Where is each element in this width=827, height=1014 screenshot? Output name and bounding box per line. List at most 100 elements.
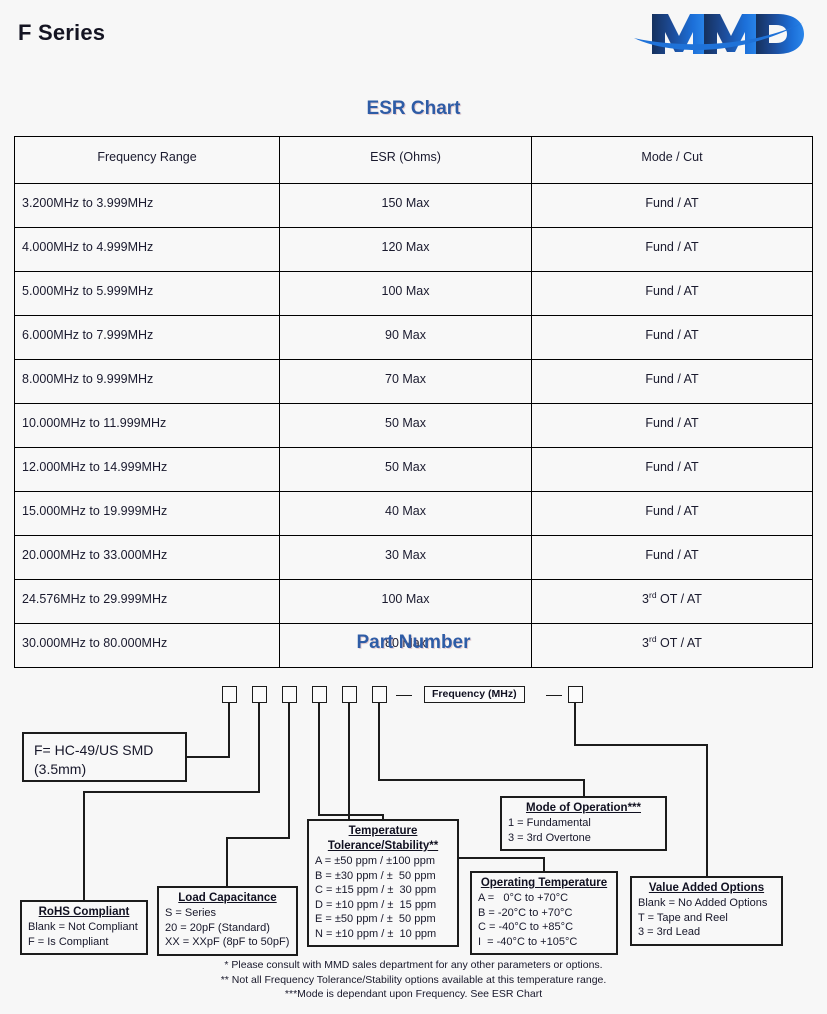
cell-mode-cut: Fund / AT <box>531 271 813 316</box>
rohs-line-2: F = Is Compliant <box>28 935 109 948</box>
cell-mode-cut: Fund / AT <box>531 315 813 360</box>
cell-mode-cut: Fund / AT <box>531 227 813 272</box>
value-added-options-title: Value Added Options <box>648 882 765 894</box>
load-capacitance-line-1: S = Series <box>165 907 217 919</box>
temperature-line-2: B = ±30 ppm / ± 50 ppm <box>315 869 436 882</box>
rohs-callout: RoHS Compliant Blank = Not Compliant F =… <box>20 900 148 955</box>
part-slot-3[interactable] <box>282 686 297 703</box>
cell-mode-cut: Fund / AT <box>531 447 813 492</box>
rohs-line-1: Blank = Not Compliant <box>28 921 138 933</box>
mode-of-operation-callout: Mode of Operation*** 1 = Fundamental 3 =… <box>500 796 667 851</box>
table-header-row: Frequency Range ESR (Ohms) Mode / Cut <box>14 136 813 184</box>
part-slot-1[interactable] <box>222 686 237 703</box>
temperature-line-5: E = ±50 ppm / ± 50 ppm <box>315 913 436 925</box>
cell-mode-cut: Fund / AT <box>531 403 813 448</box>
load-capacitance-line-3: XX = XXpF (8pF to 50pF) <box>165 936 290 948</box>
value-added-line-1: Blank = No Added Options <box>638 897 768 909</box>
separator-dash-1 <box>396 695 412 696</box>
temperature-line-3: C = ±15 ppm / ± 30 ppm <box>315 884 437 896</box>
cell-esr: 40 Max <box>279 491 532 536</box>
load-capacitance-line-2: 20 = 20pF (Standard) <box>165 921 270 934</box>
cell-mode-cut: Fund / AT <box>531 491 813 536</box>
temperature-title-line-2: Tolerance/Stability** <box>327 840 439 852</box>
esr-chart-table: Frequency Range ESR (Ohms) Mode / Cut 3.… <box>14 136 813 668</box>
value-added-options-callout: Value Added Options Blank = No Added Opt… <box>630 876 783 946</box>
footnote-2: ** Not all Frequency Tolerance/Stability… <box>220 973 607 986</box>
package-callout: F= HC-49/US SMD (3.5mm) <box>22 732 187 782</box>
footnotes: * Please consult with MMD sales departme… <box>0 958 827 1002</box>
part-slot-7[interactable] <box>568 686 583 703</box>
footnote-1: * Please consult with MMD sales departme… <box>224 959 603 971</box>
cell-frequency-range: 4.000MHz to 4.999MHz <box>14 227 280 272</box>
cell-esr: 50 Max <box>279 403 532 448</box>
temperature-line-4: D = ±10 ppm / ± 15 ppm <box>315 898 437 911</box>
cell-frequency-range: 12.000MHz to 14.999MHz <box>14 447 280 492</box>
cell-esr: 120 Max <box>279 227 532 272</box>
operating-temperature-line-3: C = -40°C to +85°C <box>478 921 574 933</box>
cell-frequency-range: 6.000MHz to 7.999MHz <box>14 315 280 360</box>
cell-mode-cut: Fund / AT <box>531 183 813 228</box>
operating-temperature-title: Operating Temperature <box>480 877 608 889</box>
temperature-tolerance-callout: Temperature Tolerance/Stability** A = ±5… <box>307 819 459 947</box>
temperature-title-line-1: Temperature <box>348 825 418 837</box>
cell-frequency-range: 20.000MHz to 33.000MHz <box>14 535 280 580</box>
load-capacitance-title: Load Capacitance <box>178 892 277 904</box>
cell-frequency-range: 15.000MHz to 19.999MHz <box>14 491 280 536</box>
cell-frequency-range: 10.000MHz to 11.999MHz <box>14 403 280 448</box>
cell-esr: 100 Max <box>279 579 532 624</box>
load-capacitance-callout: Load Capacitance S = Series 20 = 20pF (S… <box>157 886 298 956</box>
cell-frequency-range: 30.000MHz to 80.000MHz <box>14 623 280 668</box>
cell-mode-cut: Fund / AT <box>531 535 813 580</box>
cell-esr: 70 Max <box>279 359 532 404</box>
separator-dash-2 <box>546 695 562 696</box>
cell-mode-cut: 3rd OT / AT <box>531 579 813 624</box>
mode-of-operation-line-2: 3 = 3rd Overtone <box>508 831 591 844</box>
part-slot-4[interactable] <box>312 686 327 703</box>
value-added-line-3: 3 = 3rd Lead <box>638 926 701 938</box>
part-number-heading: Part Number <box>356 632 471 653</box>
cell-esr: 90 Max <box>279 315 532 360</box>
page-title: F Series <box>18 20 106 45</box>
cell-frequency-range: 8.000MHz to 9.999MHz <box>14 359 280 404</box>
operating-temperature-line-4: I = -40°C to +105°C <box>478 935 578 948</box>
part-slot-6[interactable] <box>372 686 387 703</box>
operating-temperature-line-1: A = 0°C to +70°C <box>478 892 569 904</box>
mode-of-operation-title: Mode of Operation*** <box>525 802 641 814</box>
cell-frequency-range: 24.576MHz to 29.999MHz <box>14 579 280 624</box>
cell-esr: 30 Max <box>279 535 532 580</box>
mode-of-operation-line-1: 1 = Fundamental <box>508 817 591 829</box>
cell-frequency-range: 5.000MHz to 5.999MHz <box>14 271 280 316</box>
temperature-line-6: N = ±10 ppm / ± 10 ppm <box>315 927 437 940</box>
part-number-diagram: Frequency (MHz) F= HC-49/US SMD (3.5mm) … <box>0 660 827 1014</box>
esr-chart-heading: ESR Chart <box>366 98 461 119</box>
value-added-line-2: T = Tape and Reel <box>638 911 728 924</box>
package-line-1: F= HC-49/US SMD <box>34 742 154 758</box>
cell-esr: 100 Max <box>279 271 532 316</box>
mmd-logo <box>634 14 804 54</box>
column-header-mode-cut: Mode / Cut <box>531 136 813 184</box>
column-header-esr-ohms: ESR (Ohms) <box>279 136 532 184</box>
footnote-3: ***Mode is dependant upon Frequency. See… <box>284 988 543 1000</box>
part-slot-5[interactable] <box>342 686 357 703</box>
temperature-line-1: A = ±50 ppm / ±100 ppm <box>315 855 436 867</box>
cell-mode-cut: Fund / AT <box>531 359 813 404</box>
column-header-frequency-range: Frequency Range <box>14 136 280 184</box>
cell-esr: 50 Max <box>279 447 532 492</box>
cell-esr: 150 Max <box>279 183 532 228</box>
part-slot-2[interactable] <box>252 686 267 703</box>
cell-mode-cut: 3rd OT / AT <box>531 623 813 668</box>
package-line-2: (3.5mm) <box>34 761 87 777</box>
frequency-field[interactable]: Frequency (MHz) <box>424 686 525 703</box>
page-header: F Series <box>0 0 827 70</box>
